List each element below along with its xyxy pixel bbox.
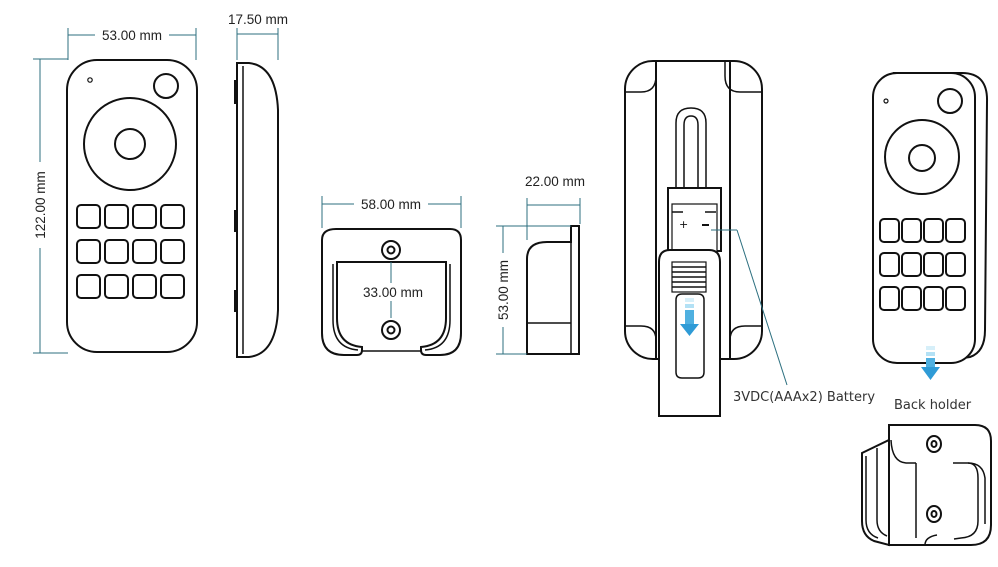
screw-hole-top-icon [381,240,401,260]
center-button-icon [114,128,146,160]
holder-depth-label: 22.00 mm [525,174,585,189]
back-holder-screw-top-icon [926,435,942,453]
minus-sign-icon [702,224,709,226]
remote-width-dimension: 53.00 mm [67,26,197,60]
holder-side-view [526,225,580,355]
led-indicator-icon [87,77,93,83]
remote-width-label: 53.00 mm [102,28,162,43]
screw-hole-bottom-icon [381,320,401,340]
holder-depth-dimension: 22.00 mm [525,174,585,240]
back-holder-label: Back holder [894,398,972,413]
power-button-icon [153,73,179,99]
perspective-center-button-icon [908,144,936,172]
remote-depth-dimension: 17.50 mm [228,12,288,60]
plus-sign-icon: + [679,218,688,231]
keypad-buttons [76,204,185,299]
insert-down-arrow-icon [921,346,940,380]
holder-width-label: 58.00 mm [361,197,421,212]
remote-height-label: 122.00 mm [33,171,48,239]
remote-perspective-view: Back holder [872,72,989,413]
holder-height-label: 53.00 mm [496,260,511,320]
perspective-keypad-buttons [879,218,966,311]
remote-front-view [66,59,198,353]
remote-depth-label: 17.50 mm [228,12,288,27]
remote-back-battery-view: + 3VDC(AAAx2) Battery [624,60,875,417]
holder-width-dimension: 58.00 mm [321,195,462,228]
perspective-led-icon [883,98,889,104]
remote-height-dimension: 122.00 mm [30,58,68,354]
back-holder-perspective-view [861,424,992,547]
hole-spacing-label: 33.00 mm [363,285,423,300]
back-holder-screw-bottom-icon [926,505,942,523]
perspective-power-button-icon [937,88,963,114]
holder-height-dimension: 53.00 mm [493,225,571,355]
remote-side-view [234,62,279,358]
slide-down-arrow-icon [680,298,699,336]
battery-label: 3VDC(AAAx2) Battery [733,390,875,405]
holder-front-view: 33.00 mm [321,228,462,356]
